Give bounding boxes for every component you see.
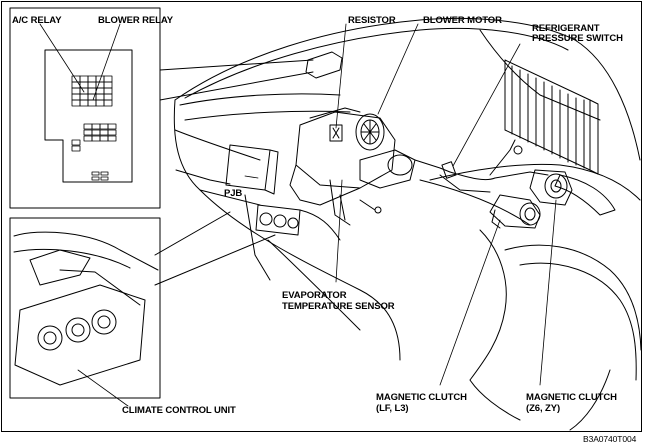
compressor-z6 [529,169,573,206]
label-refrigerant: REFRIGERANT [532,23,600,34]
label-pressure-switch: PRESSURE SWITCH [532,33,623,44]
hvac-unit [289,107,451,226]
label-evaporator: EVAPORATOR [282,290,347,301]
label-resistor: RESISTOR [348,15,396,26]
compressor-lf [489,194,541,229]
label-magnetic-clutch-lf: MAGNETIC CLUTCH [376,392,467,403]
label-blower-motor: BLOWER MOTOR [423,15,502,26]
label-magnetic-clutch-lf-variant: (LF, L3) [376,403,409,414]
diagram-frame [1,1,642,432]
condenser [504,59,599,175]
dashboard [179,93,351,281]
pjb-inset [9,7,343,209]
label-temperature-sensor: TEMPERATURE SENSOR [282,301,395,312]
label-pjb: PJB [224,188,243,199]
label-magnetic-clutch-z6: MAGNETIC CLUTCH [526,392,617,403]
refrigerant-lines [439,139,549,193]
label-climate-control-unit: CLIMATE CONTROL UNIT [122,405,236,416]
figure-code: B3A0740T004 [583,434,637,444]
label-blower-relay: BLOWER RELAY [98,15,173,26]
leader-lines [39,23,557,407]
ccu-inset [9,211,276,399]
label-magnetic-clutch-z6-variant: (Z6, ZY) [526,403,561,414]
car-body-outline [173,17,642,431]
label-ac-relay: A/C RELAY [12,15,62,26]
